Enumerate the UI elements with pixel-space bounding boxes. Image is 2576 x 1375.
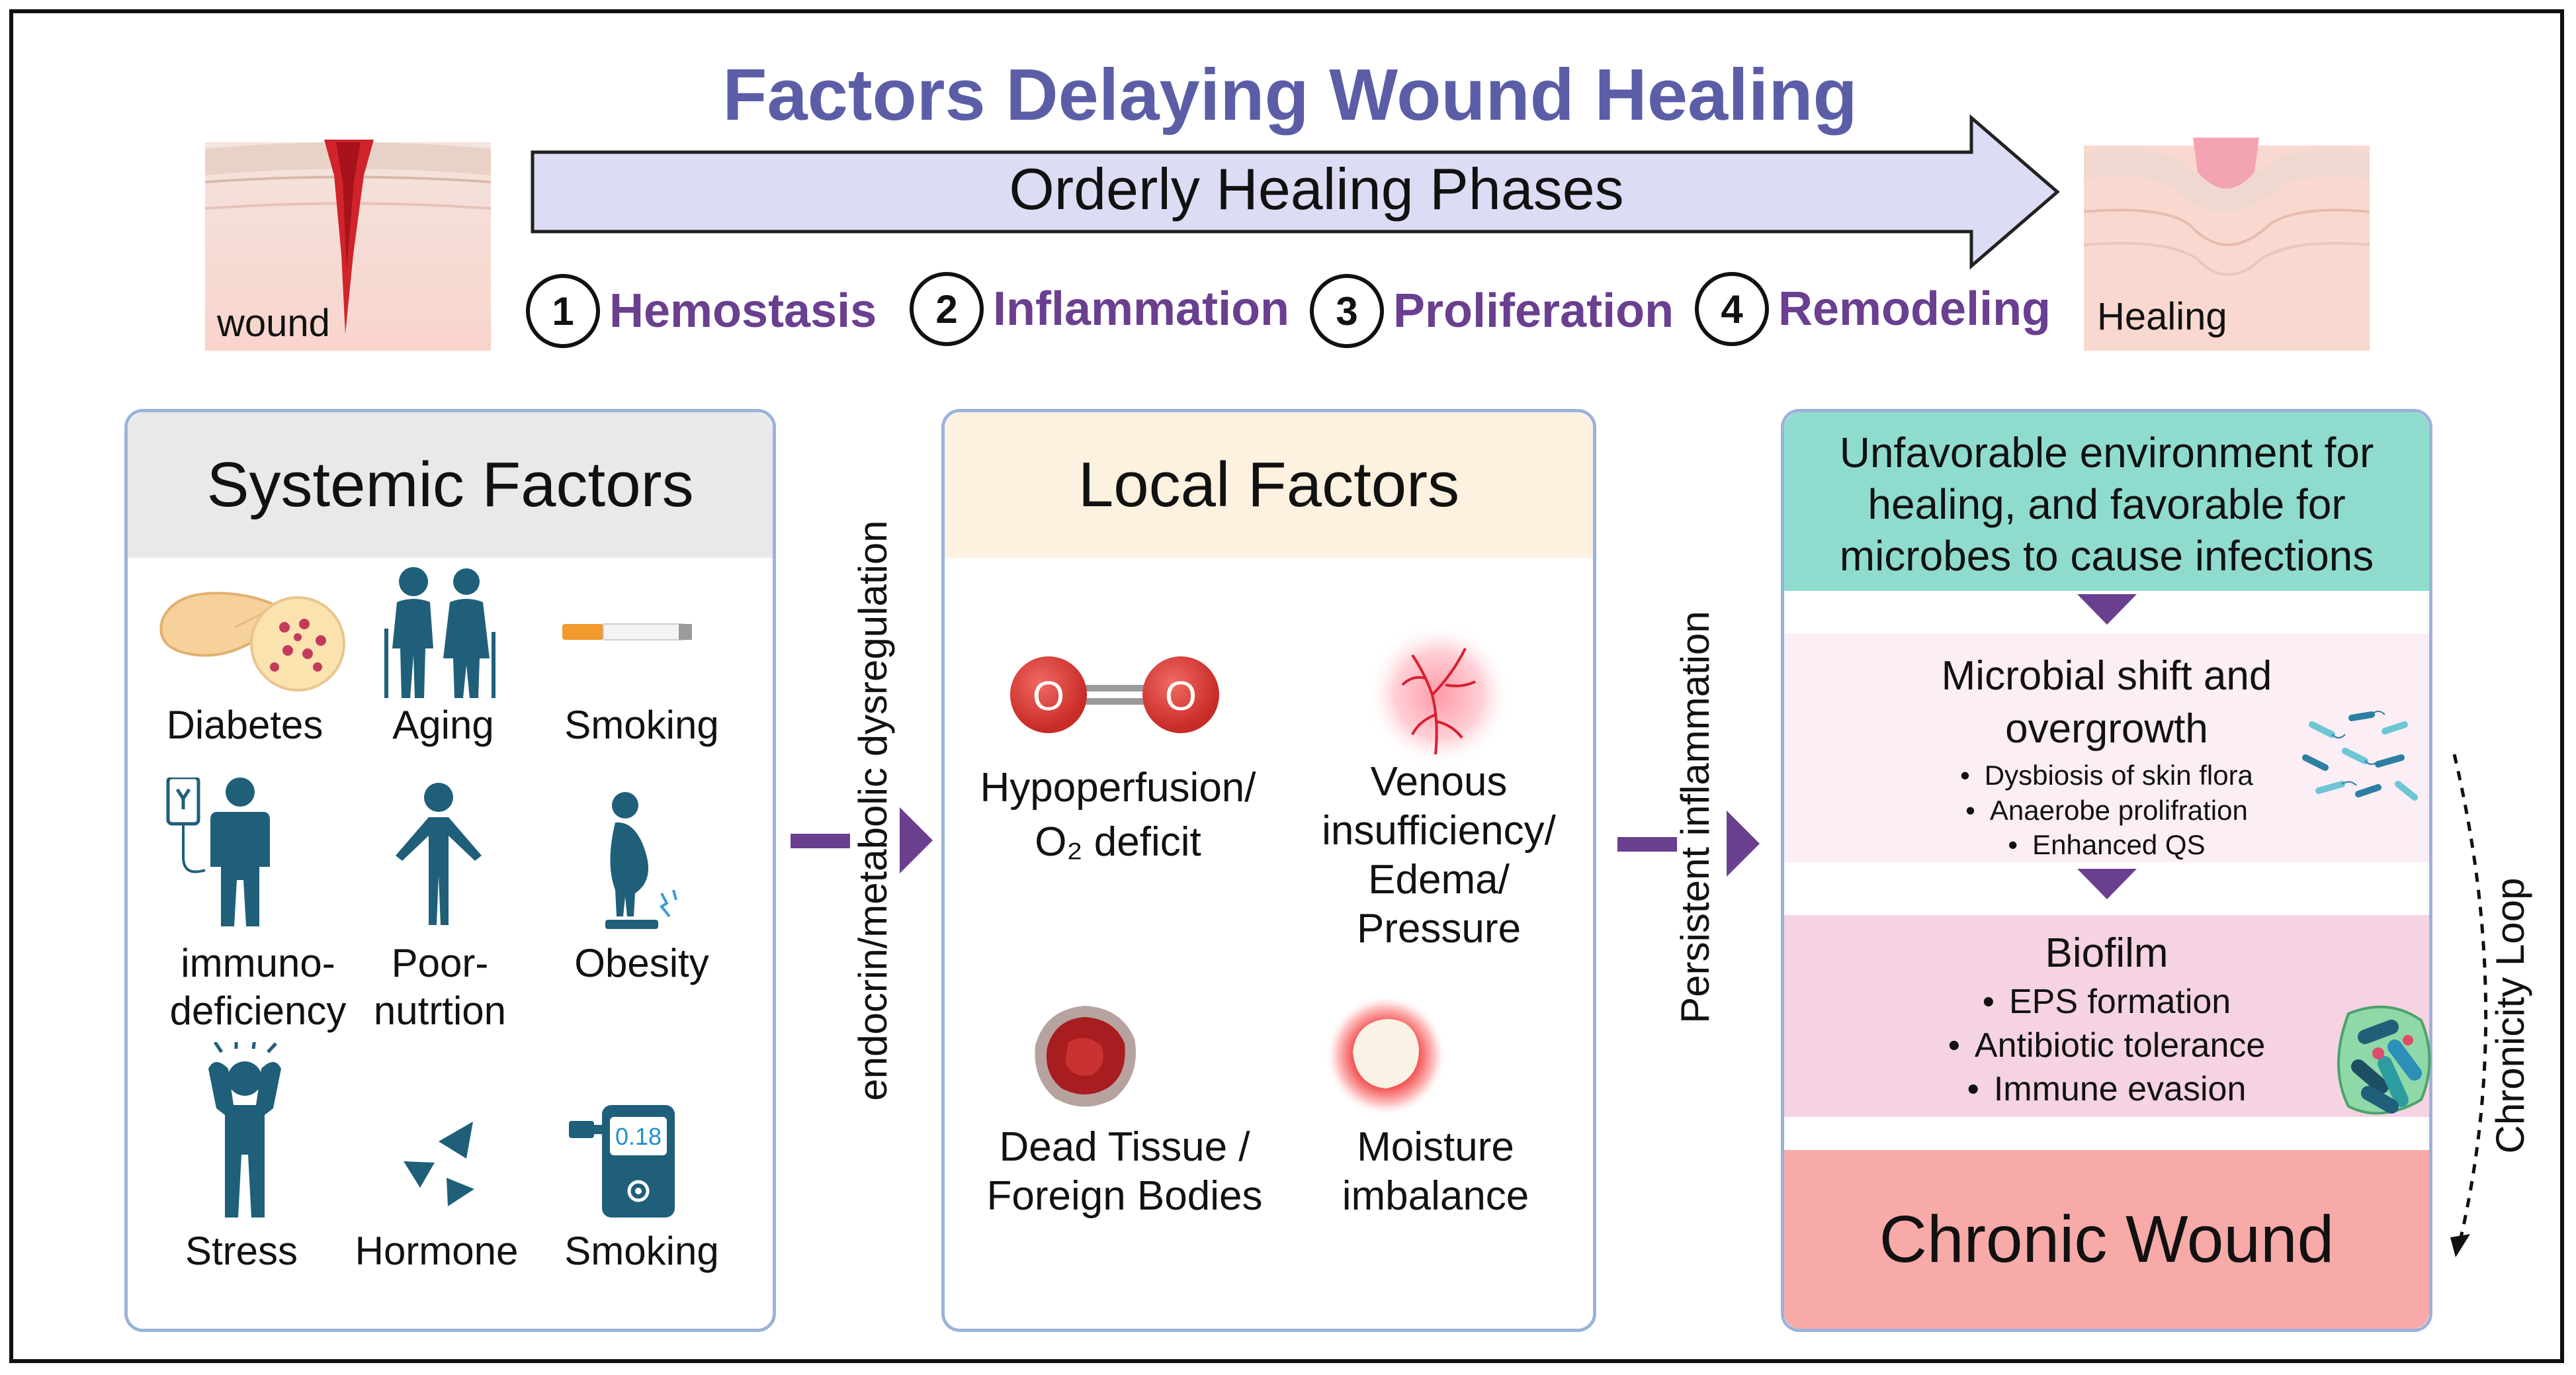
- systemic-factors-title: Systemic Factors: [128, 412, 773, 558]
- step-remodeling: 4 Remodeling: [1695, 266, 2051, 352]
- oxygen-atom-left: O: [1033, 674, 1064, 719]
- oxygen-atom-right: O: [1165, 674, 1197, 719]
- systemic-label-stress: Stress: [185, 1229, 298, 1273]
- bacteria-icon: [2302, 711, 2418, 801]
- hormone-triangles-icon: [404, 1122, 474, 1206]
- biofilm-point-1: EPS formation: [1784, 980, 2429, 1024]
- systemic-label-diabetes: Diabetes: [166, 703, 323, 747]
- systemic-label-smoking: Smoking: [564, 703, 719, 747]
- step-hemostasis: 1 Hemostasis: [526, 268, 877, 354]
- step-proliferation: 3 Proliferation: [1310, 268, 1674, 354]
- biofilm-point-3: Immune evasion: [1784, 1067, 2429, 1111]
- biofilm-title: Biofilm: [2045, 930, 2168, 976]
- pancreas-icon: [159, 592, 345, 691]
- elderly-couple-icon: [384, 567, 495, 698]
- healed-skin-icon: [2084, 138, 2370, 351]
- step-label-inflammation: Inflammation: [993, 283, 1290, 335]
- environment-text: Unfavorable environment for healing, and…: [1839, 429, 2374, 580]
- healing-label: Healing: [2097, 295, 2227, 338]
- chronic-wound-label: Chronic Wound: [1879, 1202, 2335, 1276]
- local-label-venous: Venous insufficiency/ Edema/ Pressure: [1322, 759, 1556, 952]
- wound-skin-icon: [205, 140, 491, 351]
- down-arrow-1: [2077, 594, 2137, 625]
- step-label-hemostasis: Hemostasis: [609, 285, 877, 337]
- systemic-label-poor-nutrition: Poor- nutrtion: [373, 941, 507, 1033]
- chronicity-loop-label: Chronicity Loop: [2488, 877, 2532, 1154]
- endocrine-dysregulation-label: endocrin/metabolic dysregulation: [851, 520, 895, 1101]
- step-number-4: 4: [1695, 272, 1769, 346]
- step-number-1: 1: [526, 274, 600, 348]
- local-label-moisture: Moisture imbalance: [1342, 1124, 1529, 1219]
- connector-arrow-1: [791, 807, 933, 873]
- step-inflammation: 2 Inflammation: [910, 266, 1289, 352]
- microbial-shift-title: Microbial shift and overgrowth: [1941, 653, 2272, 752]
- microbial-point-1: Dysbiosis of skin flora: [1784, 758, 2429, 793]
- microbial-shift-list: Dysbiosis of skin flora Anaerobe prolifr…: [1784, 758, 2429, 863]
- biofilm-point-2: Antibiotic tolerance: [1784, 1024, 2429, 1067]
- healing-phases-arrow: [531, 114, 2060, 270]
- wound-label: wound: [217, 302, 330, 345]
- biofilm-list: EPS formation Antibiotic tolerance Immun…: [1784, 980, 2429, 1111]
- local-factors-title: Local Factors: [945, 412, 1593, 558]
- biofilm-cluster-icon: [2337, 1005, 2431, 1115]
- vein-icon: [1366, 622, 1512, 768]
- local-factors-panel: [941, 409, 1596, 1332]
- environment-box: Unfavorable environment for healing, and…: [1784, 412, 2429, 591]
- systemic-label-aging: Aging: [392, 703, 494, 747]
- step-label-remodeling: Remodeling: [1778, 283, 2051, 335]
- systemic-label-immunodeficiency: immuno- deficiency: [169, 941, 347, 1033]
- step-number-3: 3: [1310, 274, 1384, 348]
- step-label-proliferation: Proliferation: [1393, 285, 1674, 337]
- connector-arrow-2: [1617, 811, 1760, 877]
- oxygen-molecule-icon: O O: [1010, 656, 1219, 733]
- breathalyzer-icon: 0.18: [569, 1105, 675, 1218]
- thin-person-icon: [396, 783, 482, 925]
- breathalyzer-reading: 0.18: [615, 1123, 662, 1150]
- microbial-shift-box: Microbial shift and overgrowth Dysbiosis…: [1784, 634, 2429, 862]
- biofilm-box: Biofilm EPS formation Antibiotic toleran…: [1784, 915, 2429, 1117]
- stressed-person-icon: [208, 1042, 281, 1218]
- systemic-label-smoking-2: Smoking: [564, 1229, 719, 1273]
- figure-title: Factors Delaying Wound Healing: [722, 54, 1858, 136]
- healing-phases-label: Orderly Healing Phases: [1009, 156, 1624, 222]
- persistent-inflammation-label: Persistent inflammation: [1673, 611, 1717, 1024]
- patient-iv-icon: [166, 777, 270, 926]
- microbial-point-2: Anaerobe prolifration: [1784, 793, 2429, 828]
- figure-frame: [9, 9, 2564, 1363]
- local-label-hypoperfusion: Hypoperfusion/ O₂ deficit: [980, 765, 1256, 865]
- systemic-label-hormone: Hormone: [355, 1229, 519, 1273]
- chronicity-loop-arrow: [2450, 754, 2488, 1257]
- obese-person-icon: [605, 792, 677, 929]
- cigarette-icon: [562, 623, 692, 641]
- chronic-wound-box: Chronic Wound: [1784, 1150, 2429, 1329]
- local-label-dead-tissue: Dead Tissue / Foreign Bodies: [986, 1124, 1263, 1219]
- step-number-2: 2: [910, 272, 984, 346]
- systemic-label-obesity: Obesity: [574, 941, 709, 985]
- microbial-point-3: Enhanced QS: [1784, 828, 2429, 863]
- moist-wound-icon: [1325, 996, 1447, 1115]
- necrotic-tissue-icon: [1035, 1006, 1136, 1107]
- down-arrow-2: [2077, 869, 2137, 899]
